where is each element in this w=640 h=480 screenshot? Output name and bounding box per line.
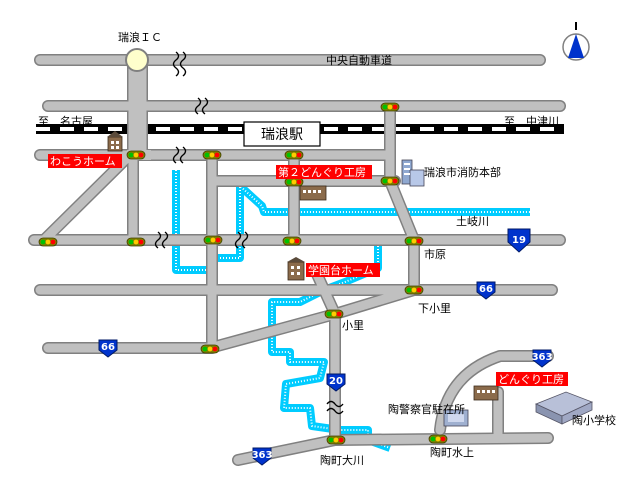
road-breaks	[154, 51, 344, 415]
route-66-label: 66	[101, 342, 115, 353]
to-nagoya-label: 名古屋	[60, 114, 93, 128]
traffic-signal-icon	[324, 309, 344, 319]
expressway-label: 中央自動車道	[326, 53, 392, 67]
school-icon	[534, 391, 594, 425]
route-shield-66-west: 66	[98, 339, 118, 358]
route-shield-363-west: 363	[252, 447, 273, 466]
to-nakatsugawa-label: 中津川	[526, 115, 559, 128]
station-label: 瑞浪駅	[261, 127, 303, 143]
route-363-label: 363	[252, 450, 273, 461]
traffic-signal-icon	[404, 285, 424, 295]
shimo-ori-label: 下小里	[418, 302, 451, 315]
station-box	[243, 121, 321, 147]
traffic-signal-icon	[126, 150, 146, 160]
interchange-icon	[125, 48, 149, 72]
fire-station-icon	[401, 159, 425, 187]
traffic-signal-icon	[200, 344, 220, 354]
fire-hq-label: 瑞浪市消防本部	[424, 165, 501, 179]
police-box-icon	[443, 409, 469, 427]
ic-label: 瑞浪ＩＣ	[118, 30, 162, 44]
traffic-signal-icon	[38, 237, 58, 247]
building-icon	[299, 185, 327, 201]
route-shield-20: 20	[326, 373, 346, 392]
facility-donguri2: 第２どんぐり工房	[278, 165, 366, 179]
ori-label: 小里	[342, 319, 364, 332]
toki-river-overlay	[175, 170, 530, 271]
sue-mizukami-label: 陶町水上	[430, 445, 474, 459]
building-icon	[287, 257, 305, 281]
traffic-signal-icon	[380, 176, 400, 186]
traffic-signal-icon	[404, 236, 424, 246]
traffic-signal-icon	[282, 236, 302, 246]
route-20-label: 20	[329, 376, 343, 387]
traffic-signals	[38, 102, 448, 445]
school-label: 陶小学校	[572, 413, 616, 427]
traffic-signal-icon	[203, 235, 223, 245]
building-icon	[107, 131, 123, 152]
to-nakatsugawa-prefix: 至	[504, 115, 515, 128]
traffic-signal-icon	[284, 177, 304, 187]
traffic-signal-icon	[380, 102, 400, 112]
route-66-label: 66	[479, 284, 493, 295]
facility-label-bg	[496, 372, 568, 386]
route-shield-363-east: 363	[532, 349, 553, 368]
traffic-signal-icon	[326, 435, 346, 445]
facility-wakou-home: わこうホーム	[50, 155, 116, 168]
route-19-label: 19	[512, 235, 526, 246]
traffic-signal-icon	[284, 150, 304, 160]
facility-label-bg	[48, 154, 122, 168]
route-shield-66-east: 66	[476, 281, 496, 300]
to-nagoya-prefix: 至	[38, 115, 49, 128]
facility-label-bg	[276, 165, 372, 179]
police-label: 陶警察官駐在所	[388, 402, 465, 416]
building-icon	[473, 385, 499, 401]
traffic-signal-icon	[428, 434, 448, 444]
traffic-signal-icon	[126, 237, 146, 247]
route-363-label: 363	[532, 352, 553, 363]
north-arrow-icon	[562, 22, 590, 61]
facility-donguri: どんぐり工房	[498, 373, 564, 386]
traffic-signal-icon	[202, 150, 222, 160]
facility-label-bg	[306, 263, 380, 277]
sue-ogawa-label: 陶町大川	[320, 453, 364, 467]
ichihara-label: 市原	[424, 247, 446, 261]
river-label: 土岐川	[456, 215, 489, 228]
route-shield-19: 19	[507, 228, 531, 253]
facility-gakuendai-home: 学園台ホーム	[308, 263, 374, 277]
